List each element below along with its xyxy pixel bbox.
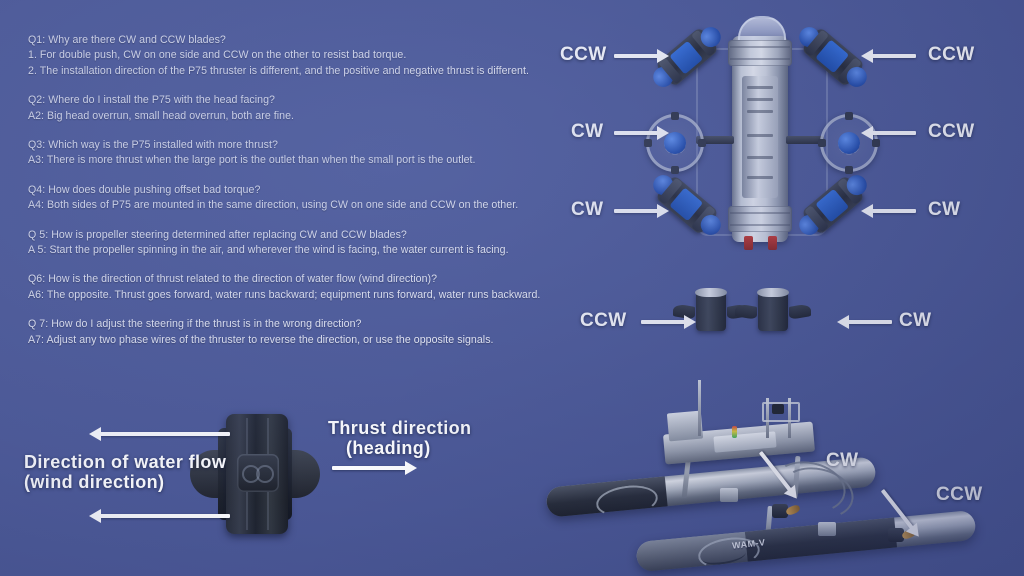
faq-line: A6: The opposite. Thrust goes forward, w… [28, 288, 541, 301]
thruster-face-plate [237, 454, 279, 492]
rov-illustration [640, 14, 880, 252]
usv-sensor-rack [762, 402, 800, 422]
propeller-top-plate [757, 288, 789, 297]
rov-end-cap-top [728, 40, 792, 66]
rov-thruster-mid-right [818, 112, 880, 174]
usv-sensor-mast [788, 398, 791, 438]
propeller-top-plate [695, 288, 727, 297]
rov-strut [696, 136, 734, 144]
arrow-thrust-direction-icon [332, 466, 406, 470]
usv-thruster-pod-front [888, 528, 904, 542]
label-water-flow-line2: (wind direction) [24, 472, 165, 492]
faq-line: Q 5: How is propeller steering determine… [28, 228, 407, 241]
label-rov-bottom-left: CW [571, 199, 604, 220]
arrow-propeller-left-icon [641, 320, 685, 324]
arrow-rov-bottom-left-icon [614, 209, 658, 213]
propeller-pair-illustration [673, 283, 838, 345]
usv-hull-front [635, 509, 977, 573]
faq-line: Q6: How is the direction of thrust relat… [28, 273, 438, 286]
faq-line: 2. The installation direction of the P75… [28, 64, 529, 77]
faq-line: Q3: Which way is the P75 installed with … [28, 139, 278, 152]
faq-line: A 5: Start the propeller spinning in the… [28, 244, 509, 257]
rov-foot [744, 236, 753, 250]
label-water-flow-line1: Direction of water flow [24, 452, 227, 472]
usv-thruster-mount-rear [720, 488, 738, 502]
propeller-cw [735, 288, 811, 335]
propeller-ccw [673, 288, 749, 335]
faq-group: Q1: Why are there CW and CCW blades? 1. … [28, 33, 568, 79]
propeller-hub [838, 132, 860, 154]
usv-sensor-mast [766, 398, 769, 438]
label-thrust-direction-line1: Thrust direction [328, 418, 472, 438]
arrow-rov-bottom-right-icon [872, 209, 916, 213]
thruster-side-view [190, 414, 320, 534]
faq-line: Q1: Why are there CW and CCW blades? [28, 34, 226, 46]
label-rov-mid-left: CW [571, 121, 604, 142]
label-rov-bottom-right: CW [928, 199, 961, 220]
faq-group: Q 7: How do I adjust the steering if the… [28, 317, 568, 348]
rov-strut [786, 136, 824, 144]
label-usv-ccw: CCW [936, 484, 983, 505]
faq-group: Q3: Which way is the P75 installed with … [28, 138, 568, 169]
faq-line: 1. For double push, CW on one side and C… [28, 49, 407, 62]
arrow-propeller-right-icon [848, 320, 892, 324]
arrow-rov-top-left-icon [614, 54, 658, 58]
label-propeller-left: CCW [580, 310, 627, 331]
label-usv-cw: CW [826, 450, 859, 471]
rov-internal-electronics [742, 76, 778, 198]
faq-group: Q4: How does double pushing offset bad t… [28, 183, 568, 214]
usv-camera-sensor [772, 404, 784, 414]
label-thrust-direction-line2: (heading) [346, 438, 431, 458]
rov-foot [768, 236, 777, 250]
faq-line: Q2: Where do I install the P75 with the … [28, 94, 275, 107]
faq-text-block: Q1: Why are there CW and CCW blades? 1. … [28, 33, 568, 362]
arrow-water-flow-upper-icon [100, 432, 230, 436]
label-rov-top-right: CCW [928, 44, 975, 65]
faq-group: Q2: Where do I install the P75 with the … [28, 93, 568, 124]
faq-line: A4: Both sides of P75 are mounted in the… [28, 199, 519, 212]
usv-thruster-mount-front [818, 522, 836, 536]
faq-line: A2: Big head overrun, small head overrun… [28, 109, 295, 122]
arrow-water-flow-lower-icon [100, 514, 230, 518]
usv-navigation-light [732, 426, 737, 438]
faq-line: A3: There is more thrust when the large … [28, 154, 476, 167]
faq-group: Q 5: How is propeller steering determine… [28, 228, 568, 259]
faq-line: Q 7: How do I adjust the steering if the… [28, 318, 362, 331]
faq-line: Q4: How does double pushing offset bad t… [28, 183, 261, 196]
faq-line: A7: Adjust any two phase wires of the th… [28, 333, 494, 346]
arrow-rov-top-right-icon [872, 54, 916, 58]
propeller-hub [664, 132, 686, 154]
label-propeller-right: CW [899, 310, 932, 331]
usv-illustration: WAM-V [536, 376, 1016, 576]
usv-antenna-mast [698, 380, 701, 436]
rov-end-cap-bottom [728, 206, 792, 232]
faq-group: Q6: How is the direction of thrust relat… [28, 272, 568, 303]
rov-thruster-mid-left [644, 112, 706, 174]
label-rov-top-left: CCW [560, 44, 607, 65]
usv-thruster-pod-rear [772, 504, 788, 518]
arrow-rov-mid-right-icon [872, 131, 916, 135]
arrow-rov-mid-left-icon [614, 131, 658, 135]
label-rov-mid-right: CCW [928, 121, 975, 142]
